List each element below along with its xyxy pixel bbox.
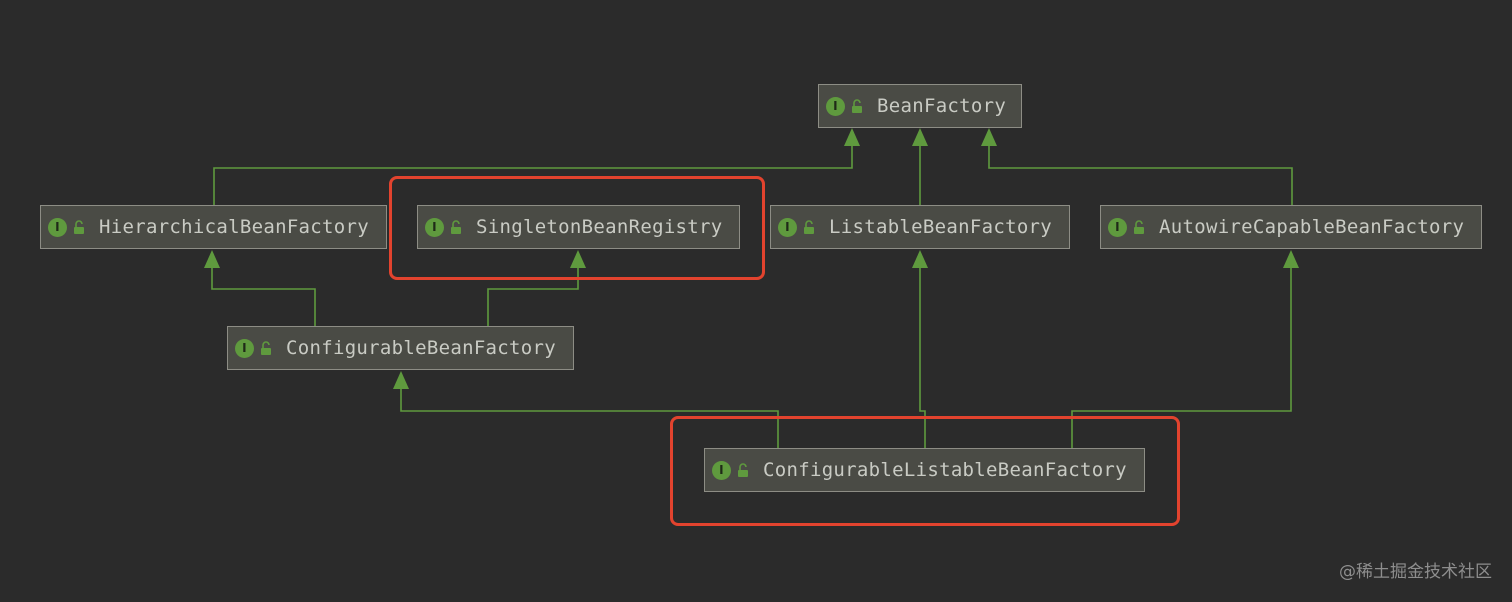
node-listable-bean-factory[interactable]: I ListableBeanFactory — [770, 205, 1070, 249]
interface-icon: I — [425, 217, 444, 237]
arrowhead-icon — [912, 250, 928, 268]
highlight-singleton-bean-registry — [389, 176, 765, 280]
arrowhead-icon — [981, 128, 997, 146]
node-label: ConfigurableBeanFactory — [286, 337, 556, 359]
public-lock-icon — [852, 99, 862, 113]
node-label: HierarchicalBeanFactory — [99, 216, 369, 238]
node-autowire-capable-bean-factory[interactable]: I AutowireCapableBeanFactory — [1100, 205, 1482, 249]
public-lock-icon — [804, 220, 814, 234]
edge-configurablelistable-to-configurable — [400, 389, 779, 448]
edge-autowire-to-beanfactory — [988, 146, 1293, 205]
public-lock-icon — [451, 220, 461, 234]
arrowhead-icon — [912, 128, 928, 146]
interface-icon: I — [48, 217, 67, 237]
node-label: ConfigurableListableBeanFactory — [763, 459, 1127, 481]
node-configurable-bean-factory[interactable]: I ConfigurableBeanFactory — [227, 326, 574, 370]
highlight-configurable-listable-bean-factory — [670, 416, 1180, 526]
node-label: ListableBeanFactory — [829, 216, 1053, 238]
watermark: @稀土掘金技术社区 — [1339, 562, 1492, 582]
node-configurable-listable-bean-factory[interactable]: I ConfigurableListableBeanFactory — [704, 448, 1145, 492]
public-lock-icon — [1134, 220, 1144, 234]
edge-configurablelistable-to-autowire — [1071, 268, 1292, 448]
arrowhead-icon — [204, 250, 220, 268]
edge-hierarchical-to-beanfactory — [213, 146, 853, 205]
node-label: SingletonBeanRegistry — [476, 216, 723, 238]
node-label: BeanFactory — [877, 95, 1007, 117]
interface-icon: I — [235, 338, 254, 358]
interface-icon: I — [1108, 217, 1127, 237]
arrowhead-icon — [844, 128, 860, 146]
node-hierarchical-bean-factory[interactable]: I HierarchicalBeanFactory — [40, 205, 387, 249]
node-singleton-bean-registry[interactable]: I SingletonBeanRegistry — [417, 205, 740, 249]
arrowhead-icon — [1283, 250, 1299, 268]
node-label: AutowireCapableBeanFactory — [1159, 216, 1465, 238]
arrowhead-icon — [570, 250, 586, 268]
interface-icon: I — [712, 460, 731, 480]
public-lock-icon — [74, 220, 84, 234]
interface-icon: I — [826, 96, 845, 116]
arrowhead-icon — [393, 371, 409, 389]
interface-icon: I — [778, 217, 797, 237]
public-lock-icon — [261, 341, 271, 355]
edge-configurable-to-hierarchical — [211, 268, 316, 326]
node-bean-factory[interactable]: I BeanFactory — [818, 84, 1022, 128]
edge-configurablelistable-to-listable — [919, 268, 926, 448]
public-lock-icon — [738, 463, 748, 477]
